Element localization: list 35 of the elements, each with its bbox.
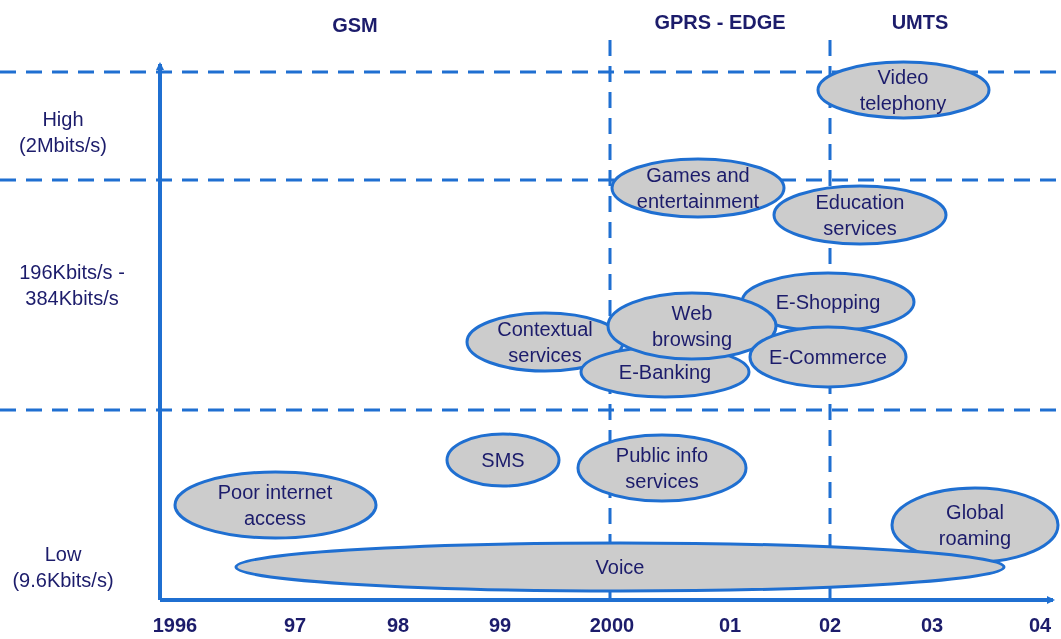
service-label: E-Commerce <box>768 345 888 370</box>
rate-label: Low (9.6Kbits/s) <box>11 542 115 593</box>
rate-label: 196Kbits/s - 384Kbits/s <box>18 260 126 311</box>
service-label: Poor internet access <box>216 480 334 531</box>
service-label: SMS <box>480 448 526 473</box>
service-label: E-Shopping <box>774 290 882 315</box>
service-ellipse <box>815 60 991 120</box>
year-label: 02 <box>818 613 842 638</box>
year-label: 99 <box>488 613 512 638</box>
rate-label: High (2Mbits/s) <box>18 107 108 158</box>
service-label: Global roaming <box>937 500 1013 551</box>
service-ellipse <box>610 157 786 219</box>
service-label: Video telephony <box>858 65 948 116</box>
service-label: E-Banking <box>617 360 713 385</box>
standard-heading: GSM <box>332 13 378 38</box>
year-label: 2000 <box>589 613 635 638</box>
service-ellipse <box>772 184 948 246</box>
year-label: 98 <box>386 613 410 638</box>
service-label: Games and entertainment <box>635 163 761 214</box>
service-ellipse <box>172 470 378 540</box>
service-ellipse <box>445 432 561 488</box>
service-label: Voice <box>594 555 646 580</box>
service-label: Web browsing <box>650 301 733 352</box>
standard-heading: UMTS <box>891 10 949 35</box>
standard-heading: GPRS - EDGE <box>654 10 786 35</box>
service-ellipse <box>576 433 748 503</box>
service-label: Education services <box>814 190 906 241</box>
year-label: 97 <box>283 613 307 638</box>
service-ellipse <box>748 325 908 389</box>
year-label: 01 <box>718 613 742 638</box>
year-label: 03 <box>920 613 944 638</box>
service-label: Public info services <box>614 443 710 494</box>
year-label: 1996 <box>152 613 198 638</box>
service-label: Contextual services <box>496 317 594 368</box>
year-label: 04 <box>1028 613 1052 638</box>
